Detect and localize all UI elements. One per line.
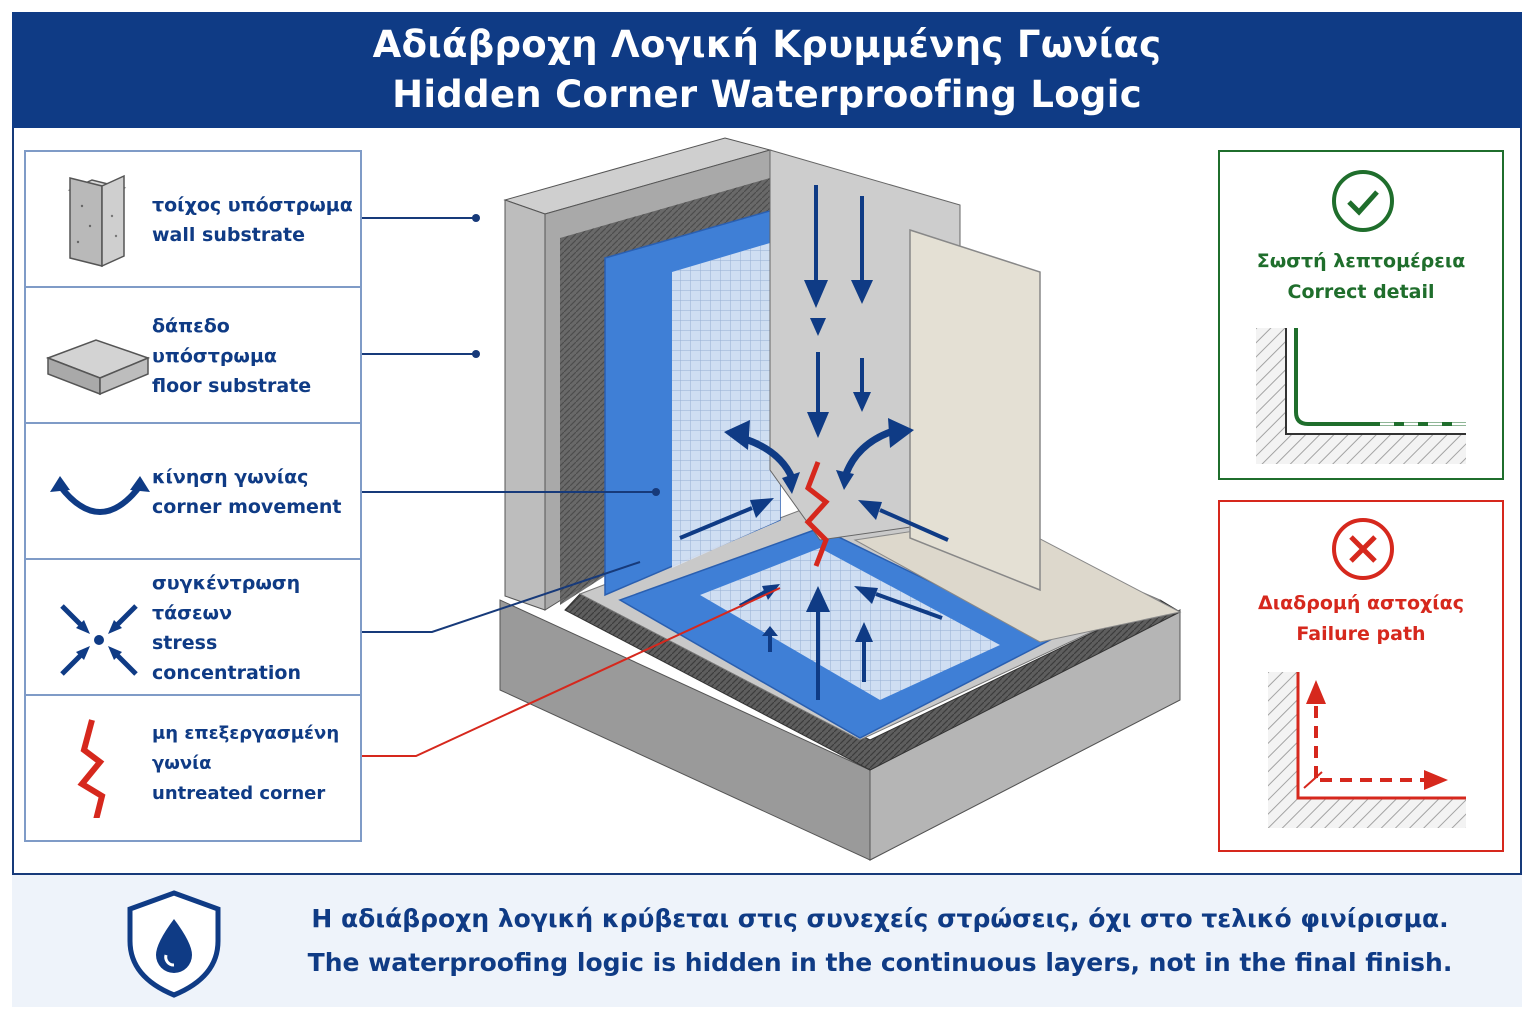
untreated-corner-leader <box>362 587 781 757</box>
correct-detail-english: Correct detail <box>1287 281 1435 303</box>
wall-reinforcement-mesh <box>672 240 780 568</box>
footer-message-english: The waterproofing logic is hidden in the… <box>307 948 1453 977</box>
legend-item-floor-substrate: δάπεδο υπόστρωμα floor substrate <box>26 288 360 424</box>
legend-label-greek: κίνηση γωνίας <box>152 466 309 488</box>
correct-detail-panel: Σωστή λεπτομέρεια Correct detail <box>1218 150 1504 480</box>
legend-leader-lines <box>362 217 656 633</box>
legend-label-greek: τοίχος υπόστρωμα <box>152 194 353 216</box>
legend-label-english: corner movement <box>152 496 342 518</box>
failure-path-english: Failure path <box>1296 623 1426 645</box>
legend-label-greek: μη επεξεργασμένη γωνία <box>152 723 340 774</box>
corner-crack <box>804 461 830 567</box>
wall-block-icon <box>67 174 127 268</box>
left-wall-front <box>504 199 546 611</box>
legend-label-greek: δάπεδο υπόστρωμα <box>152 315 277 367</box>
correct-detail-section <box>1256 328 1466 464</box>
legend-item-untreated-corner: μη επεξεργασμένη γωνία untreated corner <box>26 696 360 832</box>
curved-double-arrow-icon <box>50 476 150 515</box>
legend-label-english: stress concentration <box>152 632 301 684</box>
legend-label-english: floor substrate <box>152 375 312 397</box>
legend-item-corner-movement: κίνηση γωνίας corner movement <box>26 424 360 560</box>
legend-label-english: untreated corner <box>152 783 326 804</box>
x-circle-icon <box>1332 518 1394 580</box>
failure-path-section <box>1268 672 1466 828</box>
footer-message-greek: Η αδιάβροχη λογική κρύβεται στις συνεχεί… <box>311 904 1449 933</box>
floor-slab-icon <box>45 339 150 396</box>
failure-path-greek: Διαδρομή αστοχίας <box>1258 592 1464 614</box>
legend-item-wall-substrate: τοίχος υπόστρωμα wall substrate <box>26 152 360 288</box>
water-pressure-arrows <box>762 185 873 700</box>
legend: τοίχος υπόστρωμα wall substrate δάπεδο υ… <box>24 150 362 842</box>
legend-label-english: wall substrate <box>152 224 306 246</box>
header: Αδιάβροχη Λογική Κρυμμένης Γωνίας Hidden… <box>12 12 1522 128</box>
shield-water-drop-icon <box>127 890 221 998</box>
correct-detail-greek: Σωστή λεπτομέρεια <box>1256 250 1466 272</box>
stress-arrows <box>679 498 949 620</box>
footer-banner: Η αδιάβροχη λογική κρύβεται στις συνεχεί… <box>12 873 1522 1007</box>
converging-arrows-icon <box>60 604 138 676</box>
legend-label-greek: συγκέντρωση τάσεων <box>152 572 301 624</box>
title-greek: Αδιάβροχη Λογική Κρυμμένης Γωνίας <box>372 23 1162 66</box>
failure-path-panel: Διαδρομή αστοχίας Failure path <box>1218 500 1504 852</box>
crack-icon <box>77 719 106 818</box>
check-circle-icon <box>1332 170 1394 232</box>
title-english: Hidden Corner Waterproofing Logic <box>392 73 1142 116</box>
wall-tile-finish <box>909 228 1041 592</box>
legend-item-stress-concentration: συγκέντρωση τάσεων stress concentration <box>26 560 360 696</box>
